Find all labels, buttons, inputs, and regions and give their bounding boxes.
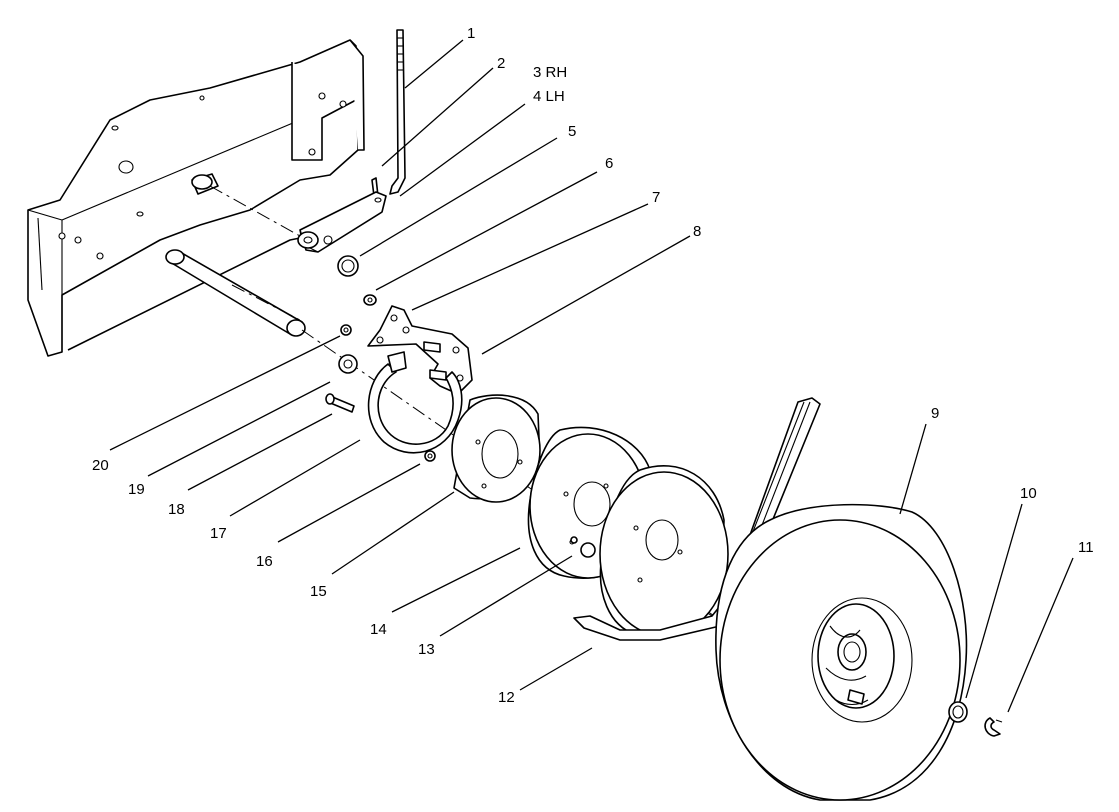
callout-4: 4 LH [533,88,565,105]
part-17-brake-band [367,351,463,454]
callout-14: 14 [370,621,387,638]
callout-6: 6 [605,155,613,172]
callout-labels: 1 2 3 RH 4 LH 5 6 7 8 9 10 11 12 13 14 1… [92,25,1094,706]
callout-10: 10 [1020,485,1037,502]
part-19-washer [338,354,358,374]
part-9-wheel [715,503,968,801]
callout-16: 16 [256,553,273,570]
axle-tube [165,249,306,337]
pulley [599,465,729,639]
callout-13: 13 [418,641,435,658]
part-20-nut [340,324,352,336]
callout-9: 9 [931,405,939,422]
pivot-stub [191,173,219,195]
frame-chassis [27,39,365,357]
callout-19: 19 [128,481,145,498]
part-3-4-lever-arm [297,191,387,253]
part-1-rod [389,29,406,195]
part-10-washer [948,701,968,723]
callout-8: 8 [693,223,701,240]
callout-12: 12 [498,689,515,706]
callout-5: 5 [568,123,576,140]
callout-1: 1 [467,25,475,42]
callout-2: 2 [497,55,505,72]
part-16-nut [424,450,436,462]
part-11-clip [984,717,1003,737]
part-18-bolt [325,393,355,413]
part-7-8-brake-bracket [367,305,473,395]
callout-7: 7 [652,189,660,206]
leader-lines [109,39,1074,713]
part-6-nut [363,294,377,306]
callout-20: 20 [92,457,109,474]
part-5-bearing [337,255,359,277]
part-13-stud [570,536,596,558]
callout-17: 17 [210,525,227,542]
callout-3: 3 RH [533,64,567,81]
callout-11: 11 [1078,539,1094,556]
callout-15: 15 [310,583,327,600]
part-15-drum-hub [451,394,541,503]
callout-18: 18 [168,501,185,518]
